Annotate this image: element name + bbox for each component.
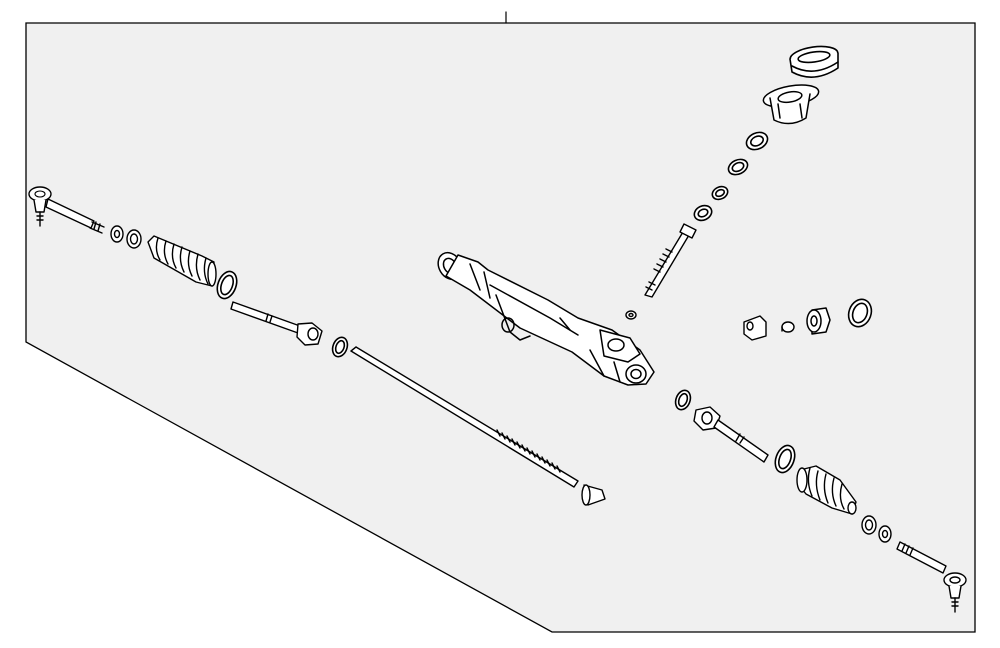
left-jam-nut (110, 225, 124, 243)
left-rack-boot (147, 235, 217, 287)
adjuster-plug (806, 307, 831, 335)
steering-rack-bar (350, 346, 579, 488)
right-rack-boot (796, 465, 857, 515)
pinion-seal-ring-4 (745, 131, 769, 151)
adjuster-o-ring (847, 298, 873, 328)
left-rack-seal-ring (331, 336, 349, 358)
left-tie-rod-end (28, 186, 105, 234)
left-inner-tie-rod (230, 301, 323, 346)
left-boot-clamp-large (216, 270, 238, 300)
pinion-seal-ring-3 (727, 158, 749, 176)
right-boot-clamp-small (861, 515, 877, 535)
pinion-small-seal (625, 310, 637, 320)
right-rack-seal-ring (674, 389, 692, 411)
rack-guide-spring (781, 321, 795, 333)
pinion-seal-ring-2 (711, 185, 729, 201)
pinion-cap (789, 45, 839, 78)
pinion-shaft (644, 223, 697, 298)
right-inner-tie-rod (693, 406, 769, 463)
rack-guide-adjuster (743, 315, 767, 341)
steering-gear-housing (437, 251, 655, 386)
pinion-seal-ring-1 (693, 204, 713, 222)
diagram-panel (25, 22, 976, 633)
pinion-dust-seal (762, 84, 820, 125)
rack-bushing (581, 484, 606, 506)
right-jam-nut (878, 525, 892, 543)
right-tie-rod-end (896, 541, 967, 613)
right-boot-clamp-large (774, 444, 796, 474)
left-boot-clamp-small (126, 229, 142, 249)
